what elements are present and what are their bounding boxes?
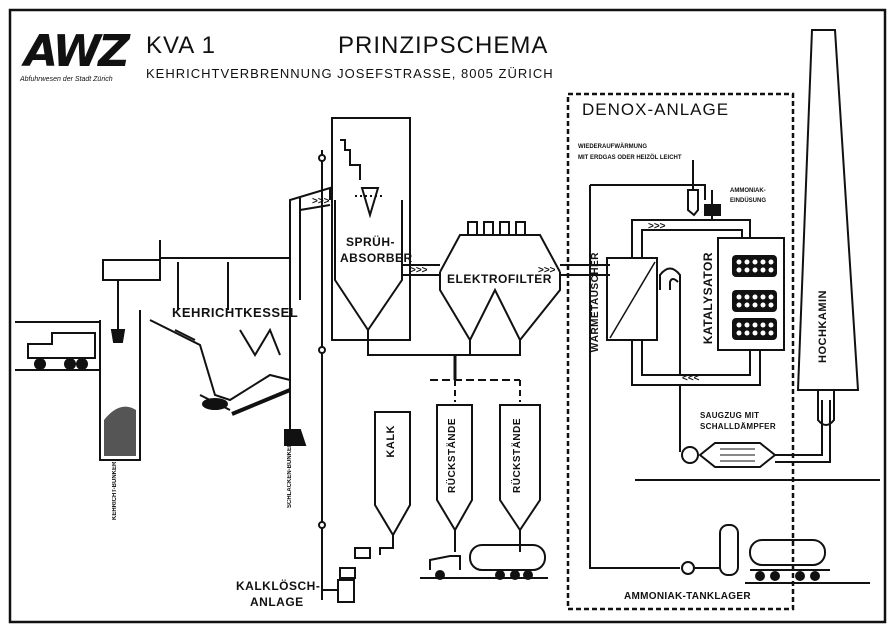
frame [10, 10, 885, 622]
rail-tanker [750, 540, 825, 565]
tank-truck-tank [470, 545, 545, 570]
label-saugzug: SAUGZUG MIT [700, 412, 759, 420]
label-hochkamin: HOCHKAMIN [818, 290, 829, 363]
page-title: PRINZIPSCHEMA [338, 34, 548, 58]
label-spruh: SPRÜH- [346, 236, 395, 248]
plant-name: KVA 1 [146, 34, 216, 58]
label-rueckstaende-1: RÜCKSTÄNDE [448, 418, 458, 493]
label-kehrichtkessel: KEHRICHTKESSEL [172, 306, 298, 319]
fan [682, 447, 698, 463]
svg-text:<<<: <<< [682, 373, 700, 384]
label-anlage: ANLAGE [250, 596, 304, 608]
label-absorber: ABSORBER [340, 252, 413, 264]
label-tanklager: AMMONIAK-TANKLAGER [624, 592, 751, 602]
label-denox: DENOX-ANLAGE [582, 101, 729, 118]
label-kalk: KALK [386, 425, 397, 458]
waste-truck [28, 333, 95, 358]
absorber-housing [332, 118, 410, 340]
svg-text:>>>: >>> [312, 196, 330, 207]
absorber-vessel [335, 200, 402, 330]
label-schlacken-bunker: SCHLACKEN-BUNKER [287, 458, 293, 508]
label-schalldaempfer: SCHALLDÄMPFER [700, 423, 776, 431]
boiler-roof [160, 240, 290, 300]
label-waermetauscher: WÄRMETAUSCHER [591, 252, 601, 352]
ammonia-line [590, 185, 680, 568]
svg-text:>>>: >>> [410, 265, 428, 276]
svg-text:>>>: >>> [648, 221, 666, 232]
label-kehricht-bunker: KEHRICHT-BUNKER [112, 470, 118, 520]
pump [682, 562, 694, 574]
page-subtitle: KEHRICHTVERBRENNUNG JOSEFSTRASSE, 8005 Z… [146, 67, 554, 80]
ammonia-tank-vertical [720, 525, 738, 575]
label-kalkloesch: KALKLÖSCH- [236, 580, 320, 592]
label-ammoniak: AMMONIAK- [730, 188, 766, 194]
label-eindusung: EINDÜSUNG [730, 198, 766, 204]
burner [688, 190, 698, 215]
logo: AWZ [24, 30, 127, 74]
logo-subtitle: Abfuhrwesen der Stadt Zürich [20, 76, 113, 83]
label-rueckstaende-2: RÜCKSTÄNDE [513, 418, 523, 493]
label-katalysator: KATALYSATOR [702, 252, 714, 344]
tank-truck-cab [430, 556, 460, 570]
label-elektrofilter: ELEKTROFILTER [447, 273, 552, 285]
label-wiederaufwaermung-2: MIT ERDGAS ODER HEIZÖL LEICHT [578, 155, 682, 161]
crane-rail [103, 260, 160, 280]
residue-line [368, 340, 520, 355]
label-wiederaufwaermung: WIEDERAUFWÄRMUNG [578, 144, 647, 150]
